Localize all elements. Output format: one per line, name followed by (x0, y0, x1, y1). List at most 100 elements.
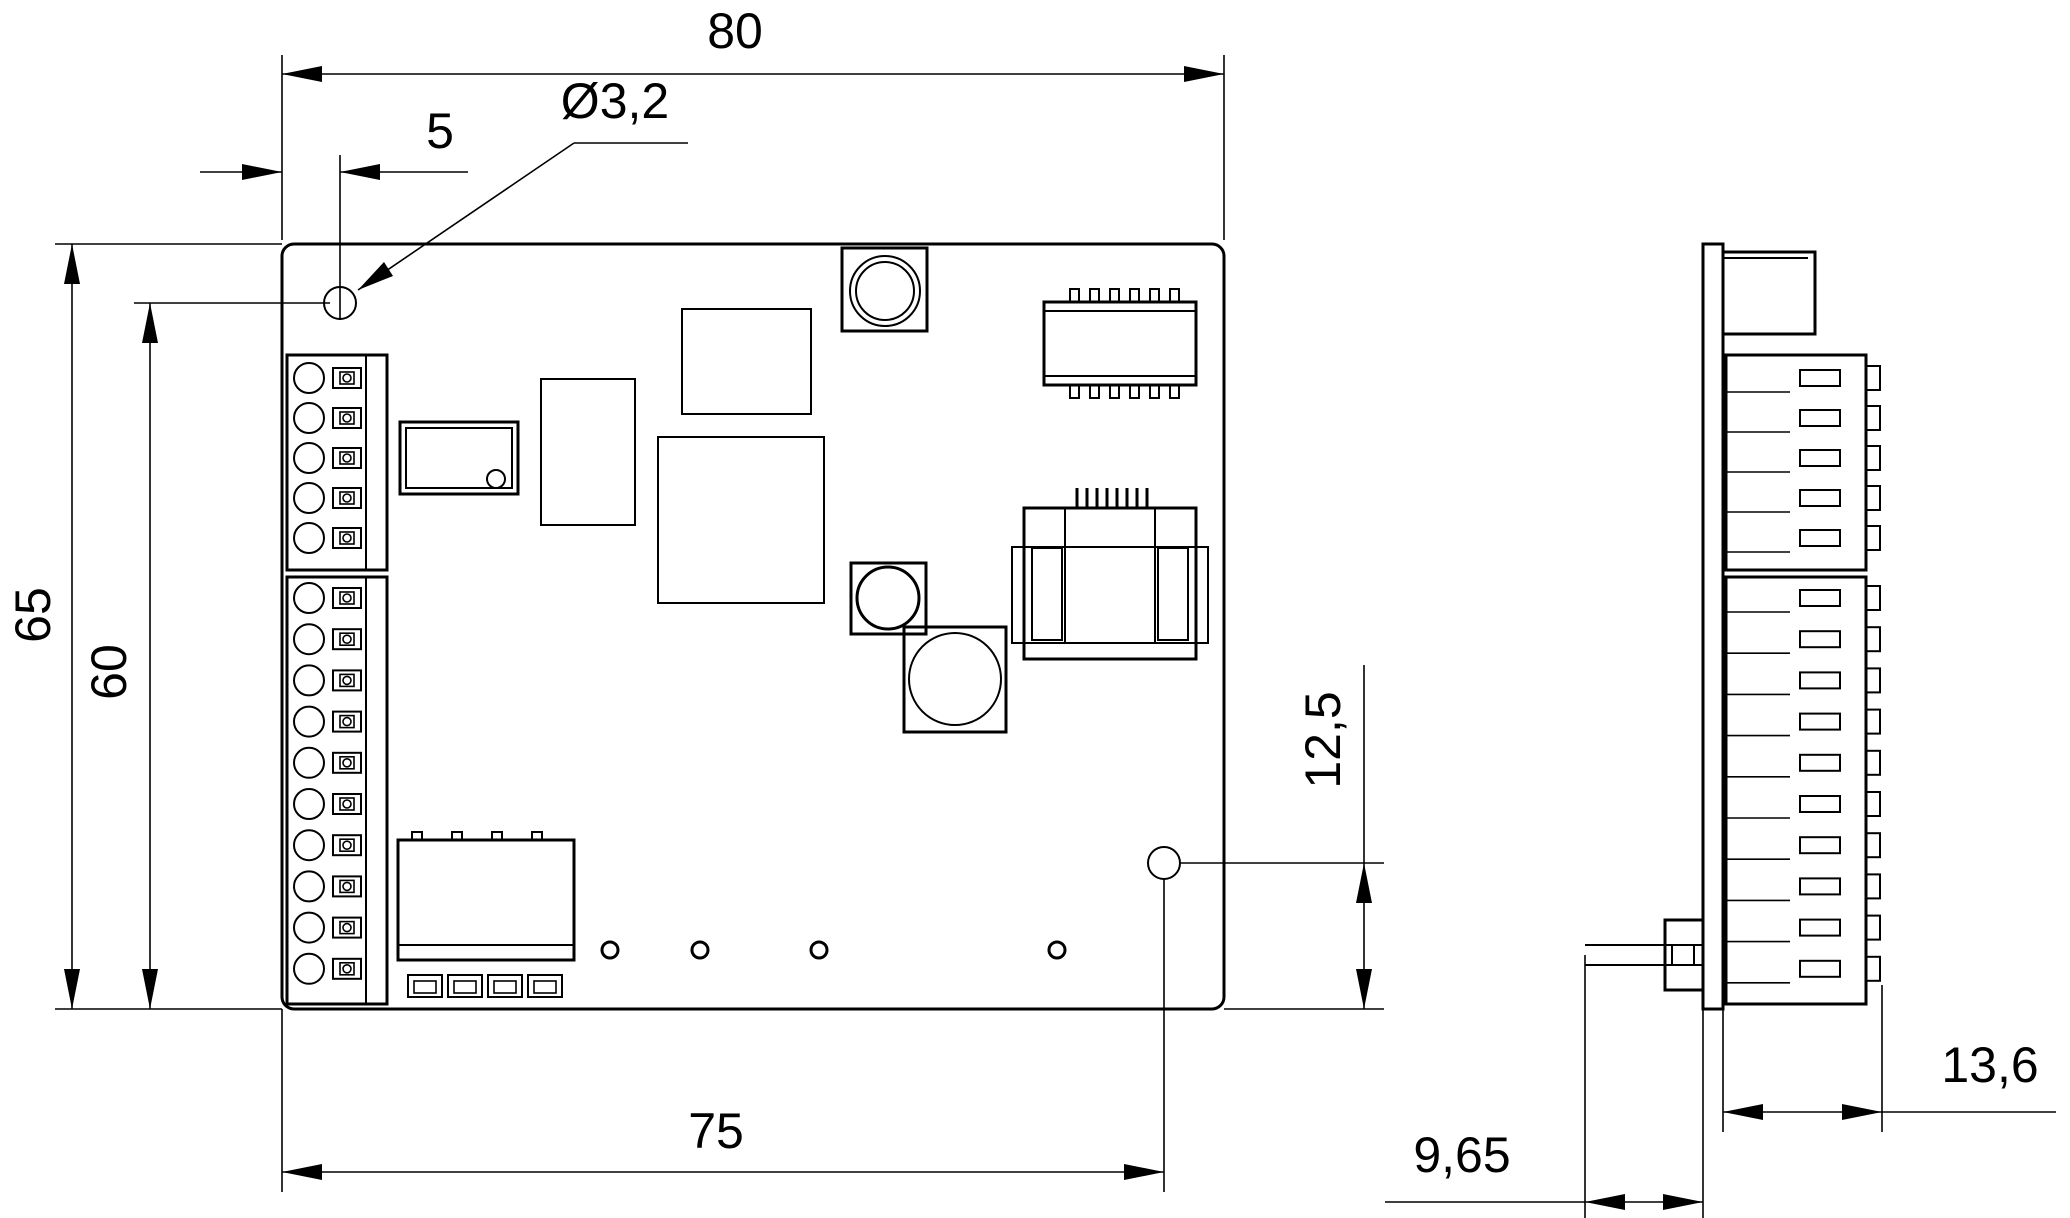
terminal-pin (342, 799, 352, 809)
side-terminal-tooth (1799, 877, 1841, 896)
terminal-slot-inner (339, 714, 355, 729)
soic-pin-bottom (1149, 384, 1160, 399)
bottom-connector-pad (447, 974, 483, 998)
terminal-slot (332, 793, 362, 815)
terminal-screw (293, 788, 325, 820)
side-terminal-screw (1865, 791, 1881, 817)
terminal-slot-inner (339, 920, 355, 935)
side-capacitor (1721, 250, 1817, 336)
terminal-slot-inner (339, 371, 355, 385)
terminal-pin (342, 922, 352, 933)
side-terminal-screw (1865, 525, 1881, 551)
component-ic-1 (540, 378, 636, 526)
led-holes (600, 940, 1067, 960)
terminal-slot (332, 834, 362, 857)
bottom-connector-tab (491, 831, 503, 841)
led-hole (690, 940, 710, 960)
terminal-pin (342, 533, 352, 543)
side-terminal-screw (1865, 405, 1881, 431)
terminal-screw (293, 582, 325, 614)
side-terminal-tooth (1799, 489, 1841, 507)
bottom-connector-pin (533, 980, 557, 994)
terminal-slot-inner (339, 838, 355, 853)
soic-pin-bottom (1109, 384, 1120, 399)
soic-pin-top (1129, 288, 1140, 303)
bottom-connector-tab (411, 831, 423, 841)
side-terminal-tooth (1799, 671, 1841, 690)
soic-pin-top (1169, 288, 1180, 303)
terminal-pin (342, 634, 352, 645)
terminal-pin (342, 716, 352, 727)
terminal-slot-inner (339, 491, 355, 505)
terminal-pin (342, 453, 352, 463)
dim-side-depth: 13,6 (1941, 1037, 2038, 1093)
component-crystal (398, 420, 520, 496)
terminal-screw (293, 402, 325, 434)
bottom-connector-pad (407, 974, 443, 998)
component-soic (1042, 288, 1198, 399)
terminal-screw (293, 522, 325, 554)
bottom-connector-pin (493, 980, 517, 994)
terminal-pin (342, 493, 352, 503)
led-hole (600, 940, 620, 960)
dim-pin-length: 9,65 (1413, 1127, 1510, 1183)
side-terminal-screw (1865, 626, 1881, 653)
dim-hole-spacing-vertical: 60 (81, 644, 137, 700)
side-header-pins (1585, 918, 1705, 992)
terminal-slot-inner (339, 411, 355, 425)
led-hole (809, 940, 829, 960)
soic-pin-top (1149, 288, 1160, 303)
bottom-connector-pin (413, 980, 437, 994)
terminal-slot-inner (339, 797, 355, 811)
side-pcb (1701, 242, 1725, 1011)
dim-hole-height-right: 12,5 (1295, 691, 1351, 788)
dim-width-overall: 80 (707, 3, 763, 59)
side-terminal-tooth (1799, 795, 1841, 813)
terminal-positions (293, 362, 362, 985)
terminal-slot (332, 710, 362, 733)
terminal-screw (293, 362, 325, 394)
soic-pin-bottom (1169, 384, 1180, 399)
terminal-slot (332, 407, 362, 429)
side-terminal-screw (1865, 667, 1881, 694)
side-terminal-screw (1865, 832, 1881, 859)
dimension-lines (55, 55, 1384, 1192)
side-terminal-tooth (1799, 449, 1841, 467)
dim-hole-diameter: Ø3,2 (561, 73, 669, 129)
terminal-slot (332, 628, 362, 651)
side-terminal-screw (1865, 955, 1881, 982)
terminal-pin (342, 757, 352, 768)
terminal-screw (293, 952, 325, 985)
side-terminal-screw (1865, 873, 1881, 900)
terminal-slot (332, 527, 362, 549)
terminal-screw (293, 705, 325, 738)
led-hole (1047, 940, 1067, 960)
side-terminal-tooth (1799, 589, 1841, 607)
soic-pin-top (1109, 288, 1120, 303)
terminal-slot-inner (339, 591, 355, 605)
side-terminal-tooth (1799, 753, 1841, 772)
terminal-screw (293, 664, 325, 697)
component-ic-2 (681, 308, 812, 415)
side-terminal-screw (1865, 585, 1881, 611)
terminal-pin (342, 963, 352, 974)
capacitor-middle (849, 561, 928, 636)
side-terminal-upper (1724, 353, 1868, 572)
terminal-pin (342, 373, 352, 383)
dim-height-overall: 65 (5, 587, 61, 643)
side-terminal-tooth (1799, 836, 1841, 855)
soic-pin-bottom (1129, 384, 1140, 399)
terminal-slot-inner (339, 961, 355, 976)
terminal-screw (293, 482, 325, 514)
soic-pin-top (1089, 288, 1100, 303)
terminal-screw (293, 623, 325, 656)
terminal-slot (332, 487, 362, 509)
terminal-slot-inner (339, 451, 355, 465)
dim-hole-offset: 5 (426, 103, 454, 159)
terminal-block-upper (285, 353, 389, 572)
terminal-slot (332, 751, 362, 774)
front-view (280, 242, 1226, 1011)
terminal-pin (342, 593, 352, 603)
terminal-slot-inner (339, 755, 355, 770)
terminal-slot-inner (339, 531, 355, 545)
